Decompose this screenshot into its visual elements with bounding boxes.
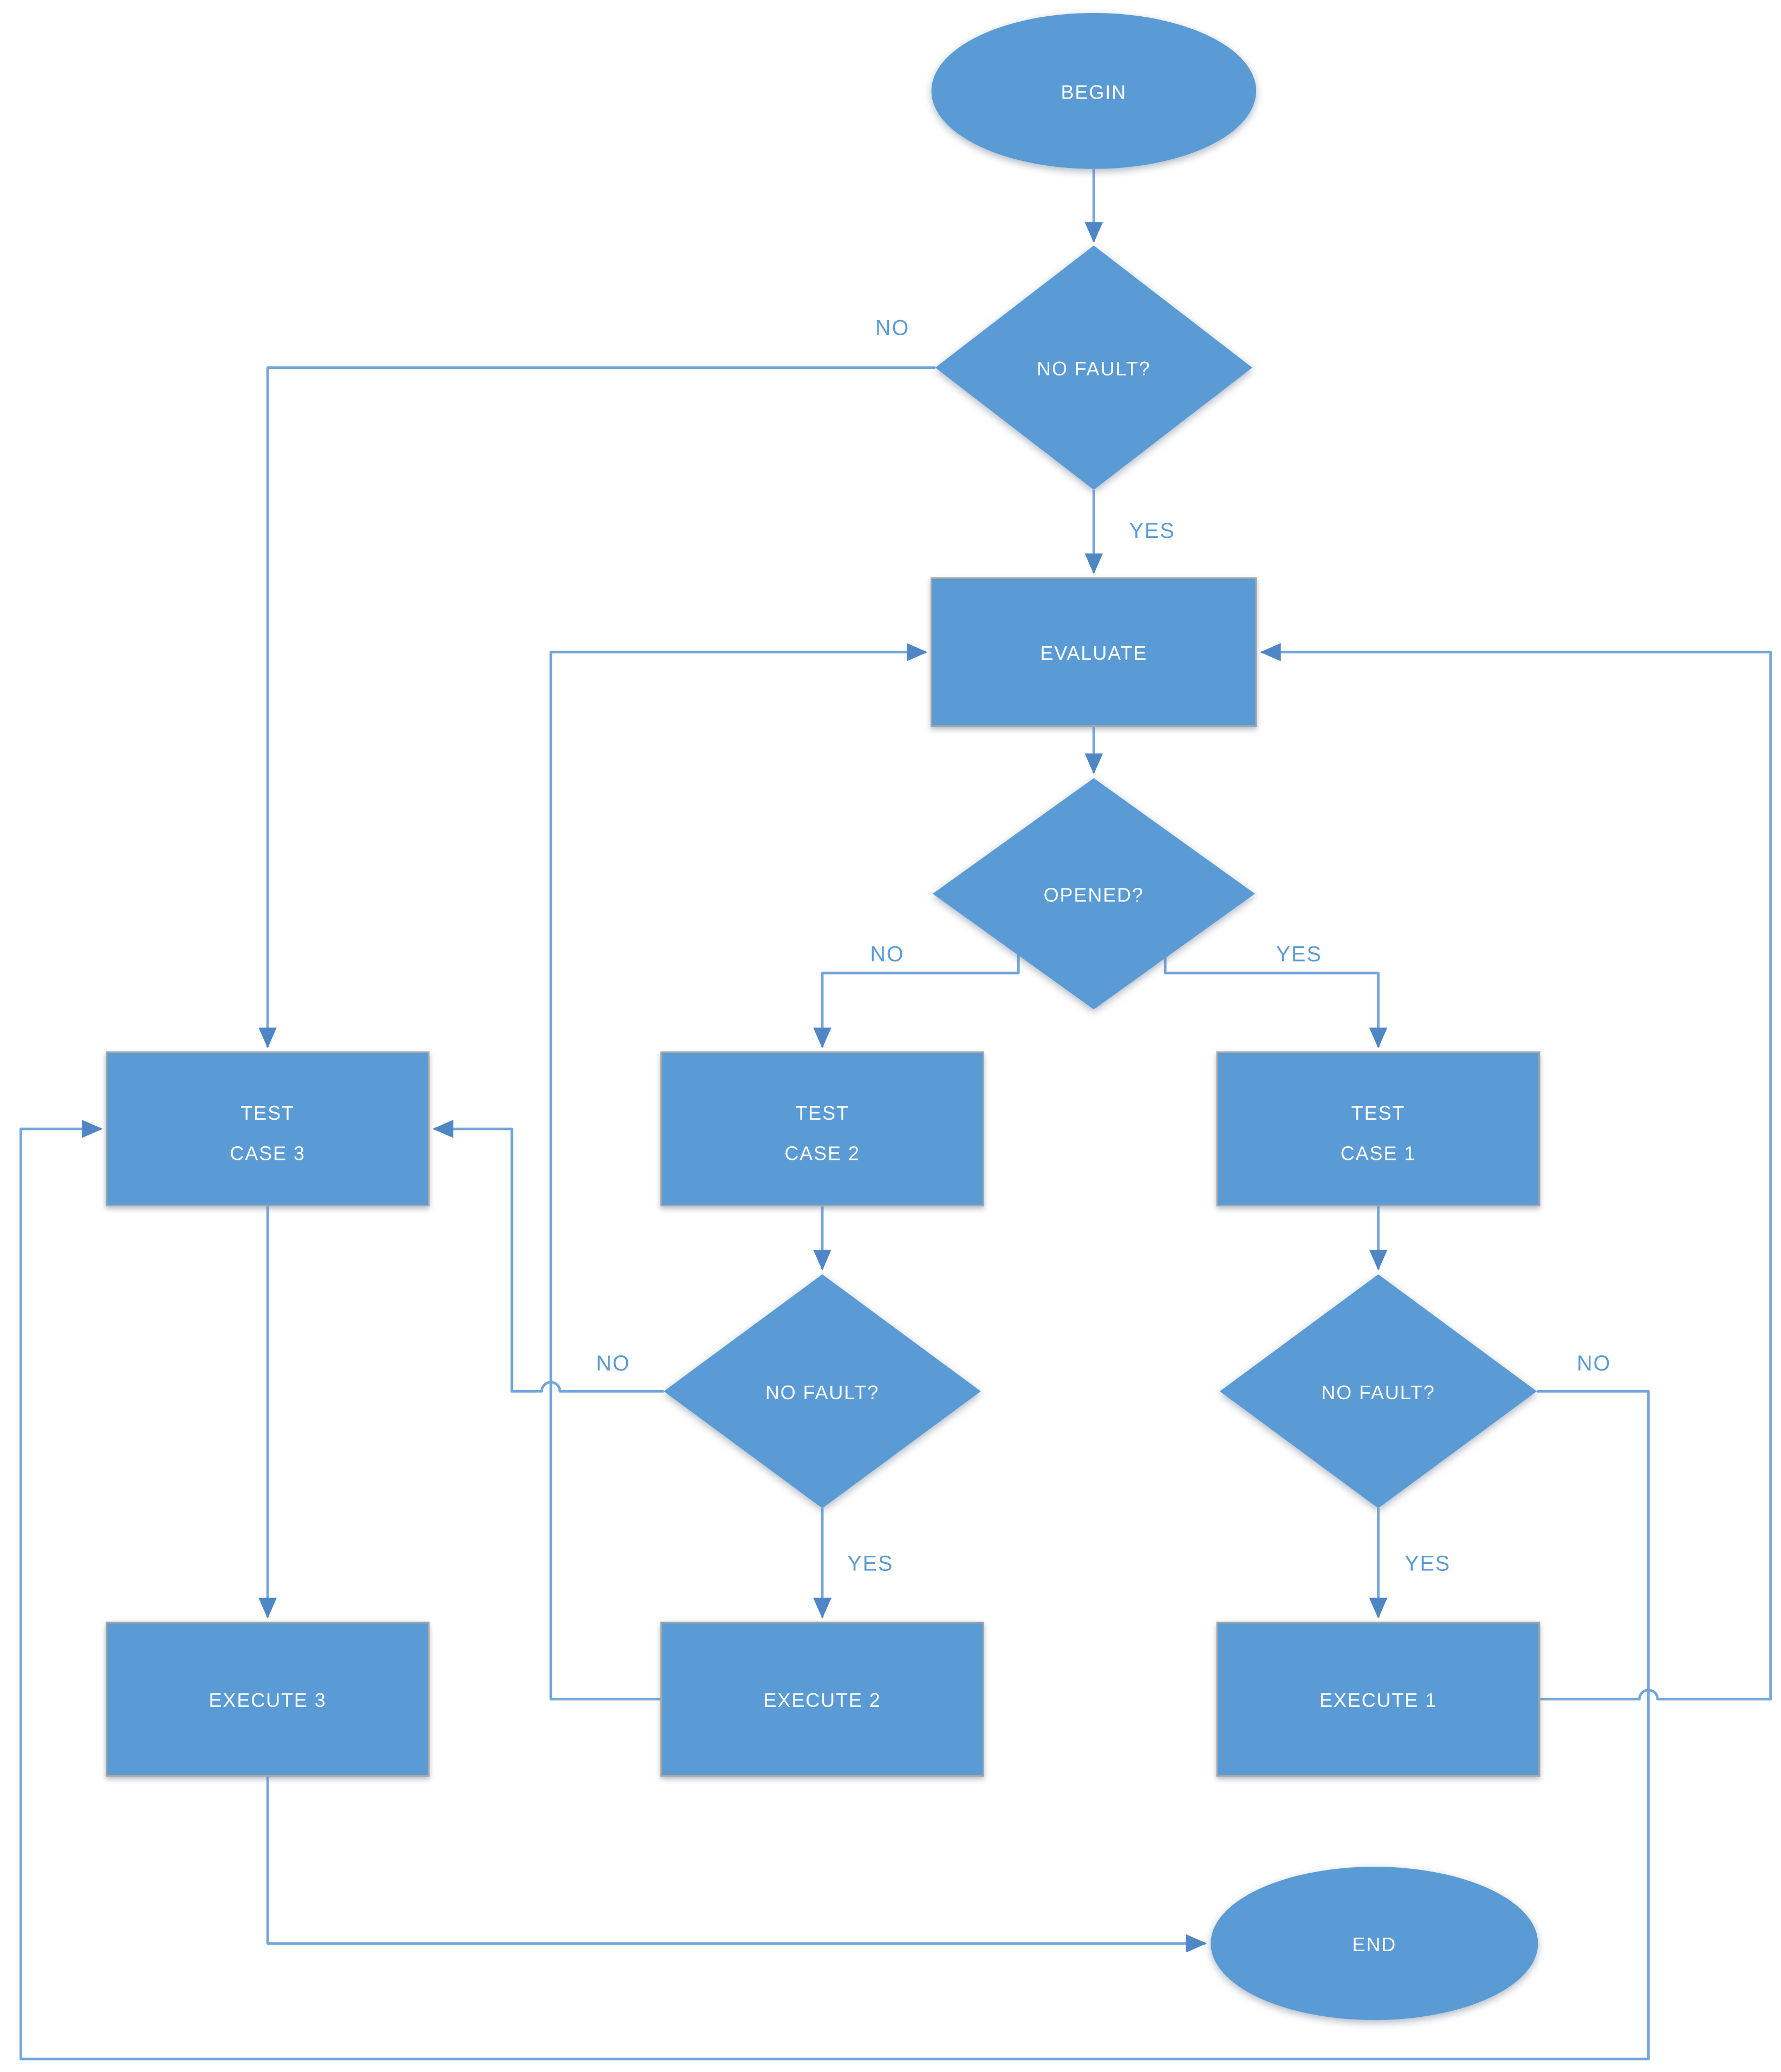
nofault-mid-label: NO FAULT? <box>765 1381 879 1404</box>
label-nofault-mid-yes: YES <box>847 1551 893 1575</box>
nofault-right-label: NO FAULT? <box>1321 1381 1435 1404</box>
node-begin: BEGIN <box>931 12 1257 169</box>
node-testcase2: TEST CASE 2 <box>660 1051 985 1207</box>
label-nofault-right-no: NO <box>1577 1352 1611 1375</box>
edge-execute3-end <box>266 1776 1207 1953</box>
node-testcase1: TEST CASE 1 <box>1216 1051 1540 1207</box>
edge-opened-no-testcase2 <box>813 950 1020 1049</box>
node-end: END <box>1211 1867 1538 2021</box>
edge-nofault-mid-no-testcase3 <box>432 1120 664 1393</box>
testcase2-rect <box>660 1051 985 1207</box>
execute2-rect <box>660 1621 985 1777</box>
testcase1-label-line1: TEST <box>1351 1102 1406 1124</box>
begin-label: BEGIN <box>1061 81 1127 103</box>
edges <box>20 168 1772 2061</box>
label-nofault-mid-no: NO <box>596 1352 630 1375</box>
testcase1-rect <box>1216 1051 1540 1207</box>
node-nofault-mid: NO FAULT? <box>664 1274 981 1509</box>
nofault-top-diamond <box>935 245 1252 490</box>
nofault-mid-diamond <box>664 1274 981 1509</box>
execute3-label: EXECUTE 3 <box>209 1689 327 1711</box>
node-opened: OPENED? <box>932 778 1255 1010</box>
node-execute2: EXECUTE 2 <box>660 1621 985 1777</box>
node-evaluate: EVALUATE <box>930 577 1257 728</box>
testcase1-label-line2: CASE 1 <box>1341 1142 1416 1165</box>
label-opened-no: NO <box>870 943 904 966</box>
node-nofault-top: NO FAULT? <box>935 245 1252 490</box>
edge-labels: NO YES NO YES NO YES NO YES <box>596 316 1611 1576</box>
opened-label: OPENED? <box>1044 884 1144 906</box>
end-ellipse <box>1211 1867 1538 2021</box>
execute1-label: EXECUTE 1 <box>1320 1689 1437 1711</box>
execute3-rect <box>106 1621 430 1777</box>
opened-diamond <box>932 778 1255 1010</box>
testcase3-label-line2: CASE 3 <box>230 1142 305 1165</box>
label-nofault-right-yes: YES <box>1405 1551 1451 1575</box>
testcase2-label-line1: TEST <box>795 1102 849 1124</box>
label-nofault-top-yes: YES <box>1129 519 1175 543</box>
execute2-label: EXECUTE 2 <box>764 1689 881 1711</box>
label-opened-yes: YES <box>1276 943 1322 966</box>
node-execute1: EXECUTE 1 <box>1216 1621 1540 1777</box>
testcase3-rect <box>106 1051 430 1207</box>
nofault-top-label: NO FAULT? <box>1037 358 1150 380</box>
edge-nofault-top-no-testcase3 <box>258 366 935 1049</box>
edge-execute2-loop-evaluate <box>549 643 928 1701</box>
edge-nofault-right-no-testcase3 <box>20 1120 1650 2061</box>
nofault-right-diamond <box>1219 1274 1537 1509</box>
evaluate-label: EVALUATE <box>1040 642 1147 664</box>
execute1-rect <box>1216 1621 1540 1777</box>
node-testcase3: TEST CASE 3 <box>106 1051 430 1207</box>
label-nofault-top-no: NO <box>875 316 909 340</box>
node-nofault-right: NO FAULT? <box>1219 1274 1537 1509</box>
end-label: END <box>1352 1933 1396 1956</box>
testcase2-label-line2: CASE 2 <box>784 1142 860 1165</box>
edge-execute1-loop-evaluate <box>1260 643 1772 1701</box>
evaluate-rect <box>930 577 1257 728</box>
edge-opened-yes-testcase1 <box>1164 947 1388 1049</box>
node-execute3: EXECUTE 3 <box>106 1621 430 1777</box>
begin-ellipse <box>931 12 1257 169</box>
testcase3-label-line1: TEST <box>240 1102 295 1124</box>
